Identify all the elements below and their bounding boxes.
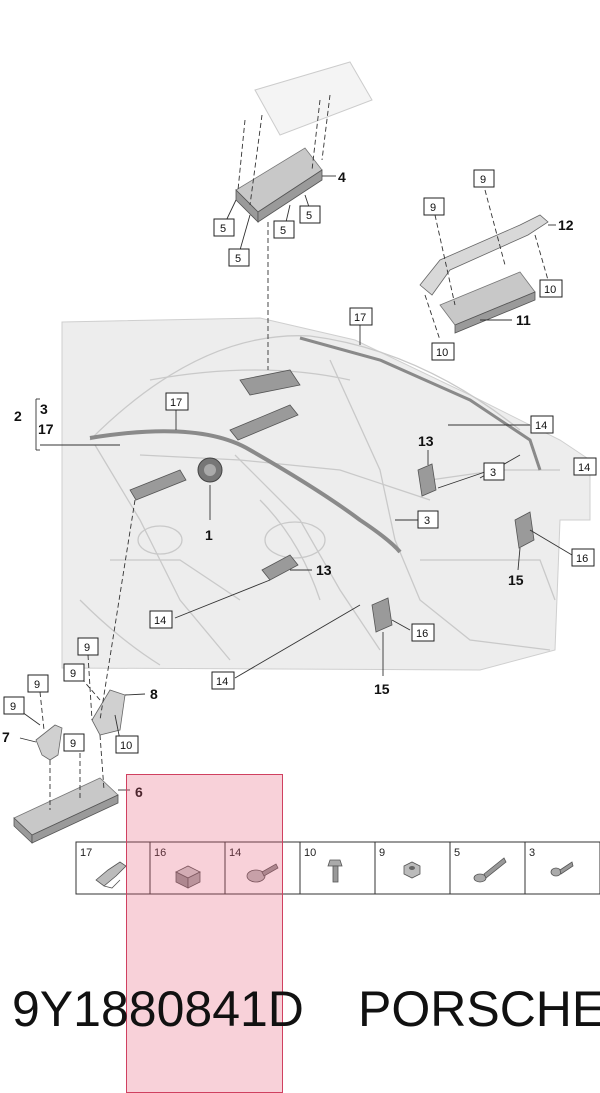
bracket-7	[35, 724, 63, 761]
legend-label-14: 14	[229, 847, 241, 859]
box-5-a: 5	[220, 223, 226, 235]
legend-label-3: 3	[529, 847, 535, 859]
flange-screw-icon	[246, 863, 279, 883]
box-9-e: 9	[34, 679, 40, 691]
square-nut-icon	[175, 865, 201, 889]
boxed-numbers: 5 5 5 5 9 9 9 9 9 9 9 10 10 10 17 17 14 …	[3, 169, 597, 754]
box-17-b: 17	[170, 397, 182, 409]
callout-4: 4	[338, 169, 346, 185]
callout-7: 7	[2, 729, 10, 745]
callout-17: 17	[38, 421, 54, 437]
mounting-bracket-12	[419, 214, 549, 296]
callout-13-a: 13	[418, 433, 434, 449]
box-9-b: 9	[430, 202, 436, 214]
box-5-b: 5	[235, 253, 241, 265]
box-9-d: 9	[70, 668, 76, 680]
box-14-c: 14	[154, 615, 166, 627]
box-9-g: 9	[70, 738, 76, 750]
box-14-b: 14	[578, 462, 590, 474]
selection-highlight	[126, 774, 283, 1093]
box-5-d: 5	[306, 210, 312, 222]
legend-label-16: 16	[154, 847, 166, 859]
legend-label-9: 9	[379, 847, 385, 859]
box-3-b: 3	[424, 515, 430, 527]
box-10-b: 10	[436, 347, 448, 359]
callout-15-a: 15	[508, 572, 524, 588]
hex-nut-icon	[403, 861, 421, 879]
hardware-legend: 17 16 14 10 9 5 3	[75, 841, 600, 895]
callout-11: 11	[516, 312, 531, 328]
box-5-c: 5	[280, 225, 286, 237]
legend-label-5: 5	[454, 847, 460, 859]
callout-8: 8	[150, 686, 158, 702]
legend-label-10: 10	[304, 847, 316, 859]
box-17-a: 17	[354, 312, 366, 324]
brand-name: PORSCHE	[358, 981, 600, 1037]
box-16-b: 16	[416, 628, 428, 640]
driver-airbag	[197, 457, 223, 483]
box-10-c: 10	[120, 740, 132, 752]
callout-15-b: 15	[374, 681, 390, 697]
box-9-c: 9	[84, 642, 90, 654]
passenger-airbag-module	[235, 147, 323, 223]
hex-bolt-icon	[327, 859, 343, 883]
callout-12: 12	[558, 217, 574, 233]
callout-2: 2	[14, 408, 22, 424]
side-airbags-15	[371, 511, 535, 633]
box-9-f: 9	[10, 701, 16, 713]
leader-lines	[19, 94, 573, 810]
box-14-a: 14	[535, 420, 547, 432]
callout-1: 1	[205, 527, 213, 543]
callout-3: 3	[40, 401, 48, 417]
knee-airbag-module	[13, 777, 119, 844]
callout-13-b: 13	[316, 562, 332, 578]
box-14-d: 14	[216, 676, 228, 688]
part-number: 9Y1880841D	[12, 981, 304, 1037]
box-3-a: 3	[490, 467, 496, 479]
box-9-a: 9	[480, 174, 486, 186]
long-bolt-icon	[473, 857, 507, 883]
small-screw-icon	[550, 861, 574, 877]
dashboard-airbag-modules	[129, 369, 301, 501]
legend-label-17: 17	[80, 847, 92, 859]
callout-numbers: 1 2 3 17 4 6 7 8 11 12 13 13 15 15	[2, 169, 574, 800]
callout-6: 6	[135, 784, 143, 800]
side-airbags-13	[261, 463, 437, 581]
box-10-a: 10	[544, 284, 556, 296]
roof-module-ghost	[254, 61, 373, 136]
curtain-airbag	[89, 336, 542, 554]
knee-airbag-module-rear	[439, 271, 536, 334]
box-16-a: 16	[576, 553, 588, 565]
